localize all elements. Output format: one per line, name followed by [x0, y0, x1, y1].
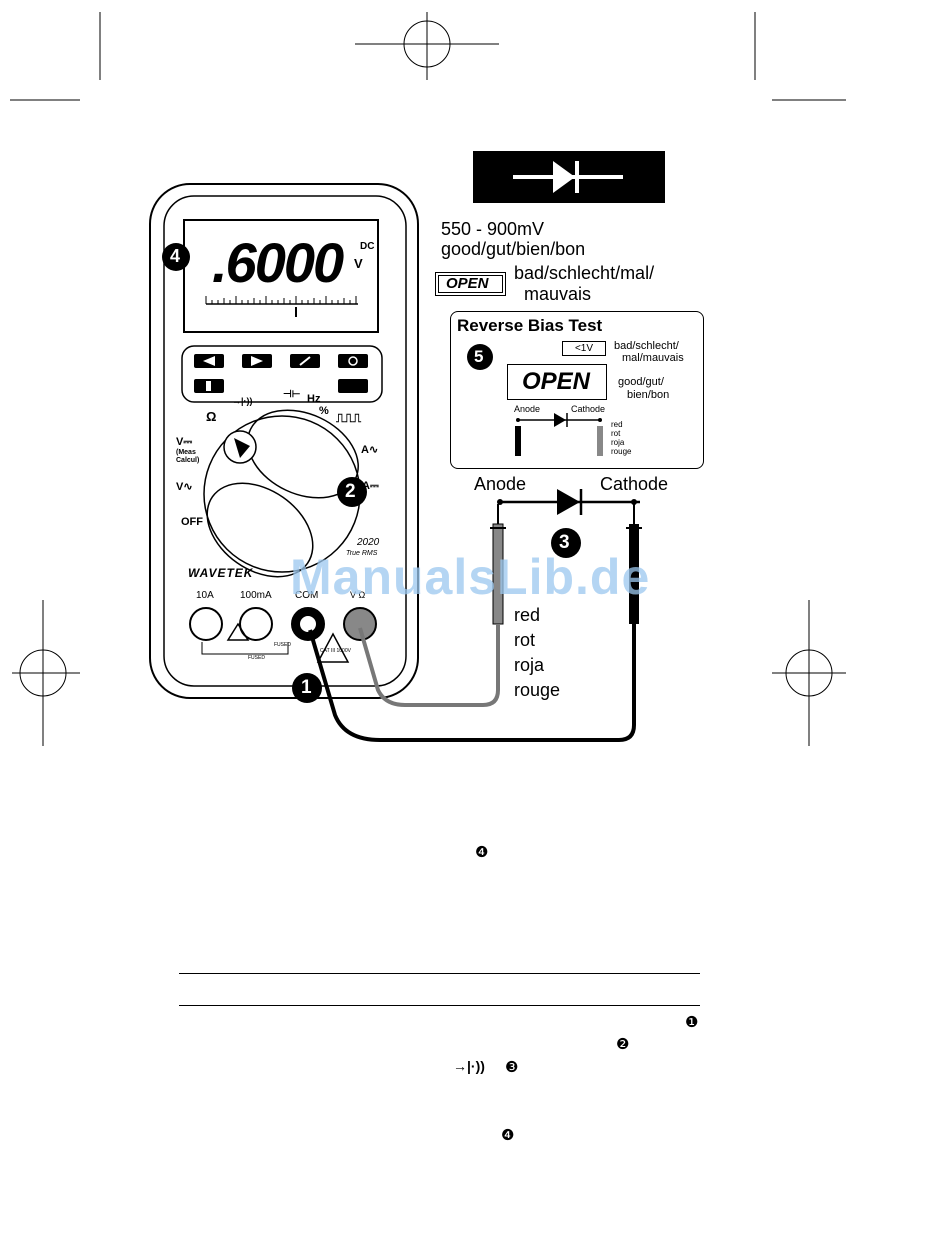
lcd-unit: V: [354, 256, 363, 271]
rb-cathode-label: Cathode: [571, 404, 606, 414]
marker-3: ❸: [505, 1059, 519, 1076]
good-label: good/gut/bien/bon: [441, 239, 586, 259]
open-display-small: OPEN: [435, 272, 506, 296]
lead-color-rouge: rouge: [514, 680, 561, 700]
rb-anode-label: Anode: [514, 404, 541, 414]
step-3-label: 3: [559, 532, 570, 553]
lcd-reading: .6000: [212, 231, 344, 294]
cat-label: CAT III 1000V: [320, 648, 351, 654]
red-lead-wire: [358, 624, 500, 707]
jack-10a[interactable]: [189, 607, 223, 641]
rb-bad-1: bad/schlecht/: [614, 340, 679, 352]
jack-100ma[interactable]: [239, 607, 273, 641]
jack-label-v-ohm: V Ω: [350, 590, 366, 600]
model-number: 2020: [357, 537, 380, 548]
reverse-bias-title: Reverse Bias Test: [457, 316, 603, 335]
divider-bottom: [179, 1005, 700, 1006]
threshold-badge: <1V: [562, 341, 606, 356]
step-4-label: 4: [170, 246, 181, 266]
lead-color-roja: roja: [514, 655, 545, 675]
black-lead-wire: [308, 624, 636, 742]
black-probe: [629, 524, 639, 624]
jack-label-100ma: 100mA: [240, 590, 272, 601]
anode-label: Anode: [474, 474, 527, 494]
step-5-circle: [467, 344, 493, 370]
rb-open-display: OPEN: [507, 364, 607, 400]
marker-4-bottom: ❹: [501, 1127, 515, 1144]
meter-inner-case: [163, 195, 407, 687]
open-display-inner: [438, 275, 503, 293]
step-1-circle: [292, 673, 322, 703]
multimeter: [149, 183, 419, 699]
rb-color-roja: roja: [611, 438, 625, 447]
cathode-label: Cathode: [600, 474, 669, 494]
rb-color-red: red: [611, 420, 623, 429]
dial-label-hz: Hz: [307, 393, 321, 405]
step-2-circle: [337, 477, 367, 507]
open-display-text: OPEN: [446, 275, 489, 292]
divider-top: [179, 973, 700, 974]
diode-header-block: [473, 151, 665, 203]
diode-icon: [513, 161, 623, 193]
lead-color-rot: rot: [514, 630, 536, 650]
reverse-bias-box: [450, 311, 704, 469]
bad-label-2: mauvais: [524, 284, 592, 304]
jack-label-10a: 10A: [196, 590, 214, 601]
rb-good-2: bien/bon: [627, 389, 670, 401]
dial-label-off: OFF: [181, 516, 203, 528]
rb-open-text: OPEN: [522, 368, 591, 395]
dial-label-vac: V∿: [176, 481, 193, 493]
dial-label-capacitance: ⊣⊢: [283, 389, 301, 400]
brand-logo: WAVETEK: [188, 566, 254, 580]
rb-good-1: good/gut/: [618, 376, 664, 388]
fused-label: FUSED: [274, 642, 291, 648]
button-4[interactable]: [338, 354, 368, 368]
model-subtitle: True RMS: [346, 550, 378, 557]
lcd-mode: DC: [360, 241, 375, 252]
fused-label-2: FUSED: [248, 655, 265, 661]
dial-label-vdc-sub: (Meas Calcul): [176, 449, 200, 464]
jack-v-ohm[interactable]: [343, 607, 377, 641]
rb-mini-circuit: [515, 413, 603, 456]
dial-label-ohm: Ω: [206, 409, 217, 424]
lcd-display: [183, 219, 379, 333]
bad-label-1: bad/schlecht/mal/: [514, 263, 655, 283]
marker-1: ❶: [685, 1014, 699, 1031]
dial-label-aac: A∿: [361, 444, 379, 456]
dial-label-pulse: ⎍⎍⎍: [336, 411, 362, 425]
step-3-circle: [551, 528, 581, 558]
good-range: 550 - 900mV: [441, 219, 545, 239]
rb-bad-2: mal/mauvais: [622, 352, 684, 364]
button-panel: [181, 345, 383, 403]
watermark: ManualsLib.de: [290, 549, 651, 605]
step-2-label: 2: [345, 481, 356, 502]
rb-color-rot: rot: [611, 429, 621, 438]
jack-label-com: COM: [295, 590, 319, 601]
dial-label-vdc: V⎓: [176, 436, 193, 448]
step-1-label: 1: [301, 677, 312, 698]
dial-label-percent: %: [319, 405, 329, 417]
marker-4-top: ❹: [475, 844, 489, 861]
step-4-circle: [162, 243, 190, 271]
button-6[interactable]: [338, 379, 368, 393]
step-5-label: 5: [474, 347, 484, 366]
dial-label-diode: →|·)): [232, 396, 253, 406]
diode-continuity-symbol: →|·)): [453, 1058, 485, 1074]
rb-color-rouge: rouge: [611, 447, 632, 456]
marker-2: ❷: [616, 1036, 630, 1053]
lead-color-red: red: [514, 605, 541, 625]
